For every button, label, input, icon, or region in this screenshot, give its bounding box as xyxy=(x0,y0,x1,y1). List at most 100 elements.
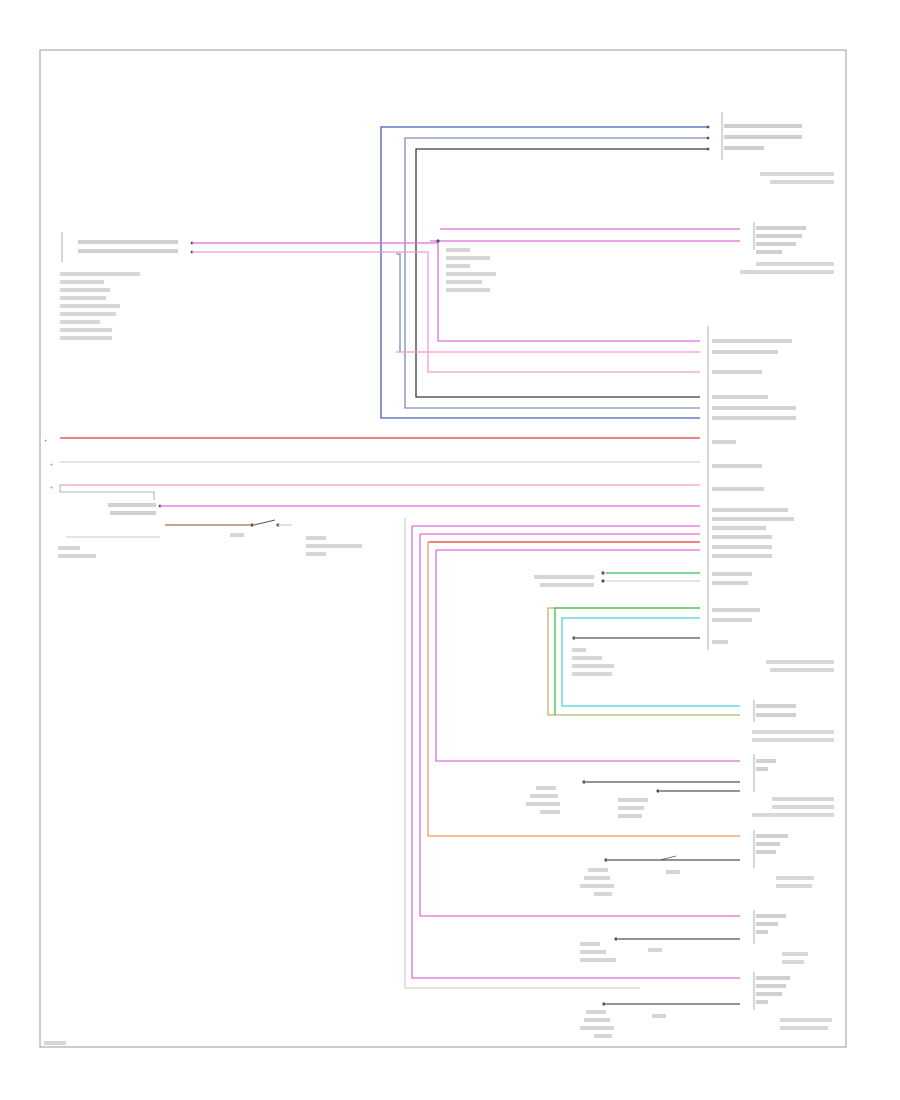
footer-code xyxy=(44,1041,66,1045)
right-lamp-component xyxy=(580,910,808,964)
ground-node xyxy=(614,937,618,941)
feed-marker: + xyxy=(50,485,54,490)
wire-sensor-signal-2 xyxy=(554,607,700,715)
wire-sensor-ground xyxy=(415,148,708,398)
pin-caption xyxy=(712,545,772,549)
component-body xyxy=(756,992,782,996)
component-caption xyxy=(572,648,586,652)
component-caption xyxy=(446,280,482,284)
wire-lumbar-drop xyxy=(435,550,740,762)
fuel-sender-bus xyxy=(380,126,708,419)
pin-caption xyxy=(712,339,792,343)
component-caption xyxy=(446,248,470,252)
component-caption xyxy=(306,536,326,540)
component-caption xyxy=(60,304,120,308)
lower-drop-wires xyxy=(404,518,740,989)
feed-stub xyxy=(59,485,155,500)
component-body xyxy=(756,984,786,988)
component-caption xyxy=(580,942,600,946)
component-caption xyxy=(60,280,104,284)
component-body xyxy=(756,834,788,838)
component-body xyxy=(756,234,802,238)
component-caption xyxy=(618,806,644,810)
component-caption xyxy=(752,813,834,817)
component-body xyxy=(756,1000,768,1004)
component-body xyxy=(756,922,778,926)
component-body xyxy=(724,135,802,139)
connector-pin xyxy=(706,147,710,151)
component-caption xyxy=(230,533,244,537)
component-caption xyxy=(780,1018,832,1022)
position-sensor-wires xyxy=(534,571,834,742)
component-body xyxy=(756,976,790,980)
wire-sensor-signal-3 xyxy=(561,617,740,707)
component-caption xyxy=(594,892,612,896)
splice-caption xyxy=(436,239,496,292)
component-caption xyxy=(618,798,648,802)
component-body xyxy=(108,503,156,507)
pin-caption xyxy=(712,618,752,622)
component-caption xyxy=(540,810,560,814)
component-caption xyxy=(572,656,602,660)
feed-marker: + xyxy=(50,462,54,467)
switch-contact xyxy=(250,523,254,527)
component-caption xyxy=(618,814,642,818)
component-body xyxy=(724,146,764,150)
component-caption xyxy=(60,320,100,324)
ground-node xyxy=(572,636,576,640)
component-caption xyxy=(580,884,614,888)
component-caption xyxy=(588,868,608,872)
component-caption xyxy=(752,730,834,734)
component-caption xyxy=(772,805,834,809)
component-caption xyxy=(586,1010,606,1014)
wire-sensor-ground-short xyxy=(396,253,401,352)
splice-dot xyxy=(436,239,440,243)
component-caption xyxy=(446,272,496,276)
wire-rear-ground xyxy=(404,518,640,989)
component-caption xyxy=(446,256,490,260)
component-caption xyxy=(756,262,834,266)
component-caption xyxy=(534,575,594,579)
feed-marker: + xyxy=(44,438,48,443)
ground-node xyxy=(602,1002,606,1006)
component-caption xyxy=(770,180,834,184)
component-caption xyxy=(572,672,612,676)
component-caption xyxy=(782,960,804,964)
component-caption xyxy=(446,264,470,268)
component-caption xyxy=(594,1034,612,1038)
seat-heater-component xyxy=(580,830,814,896)
component-body xyxy=(78,249,178,253)
pin-caption xyxy=(712,517,794,521)
pin-caption xyxy=(712,572,752,576)
left-lower-module xyxy=(58,503,700,558)
pin-caption xyxy=(712,350,778,354)
component-body xyxy=(756,767,768,771)
wire-rear-lamp-drop xyxy=(411,526,740,979)
component-body xyxy=(724,124,802,128)
component-caption xyxy=(60,312,116,316)
component-caption xyxy=(58,546,80,550)
component-caption xyxy=(648,948,662,952)
component-caption xyxy=(60,336,112,340)
component-body xyxy=(756,226,806,230)
component-body xyxy=(756,759,776,763)
switch-lever xyxy=(659,855,677,861)
component-caption xyxy=(540,583,594,587)
component-body xyxy=(756,250,782,254)
component-caption xyxy=(580,958,616,962)
pin-caption xyxy=(712,535,772,539)
diagram-frame xyxy=(39,49,847,1048)
component-caption xyxy=(772,797,834,801)
component-body xyxy=(756,704,796,708)
component-caption xyxy=(60,296,106,300)
component-caption xyxy=(536,786,556,790)
left-upper-module xyxy=(60,232,194,340)
component-caption xyxy=(740,270,834,274)
component-caption xyxy=(306,552,326,556)
switch-lever xyxy=(253,519,276,526)
rear-lamp-component xyxy=(580,972,832,1038)
component-caption xyxy=(58,554,96,558)
component-caption xyxy=(60,288,110,292)
component-caption xyxy=(766,660,834,664)
